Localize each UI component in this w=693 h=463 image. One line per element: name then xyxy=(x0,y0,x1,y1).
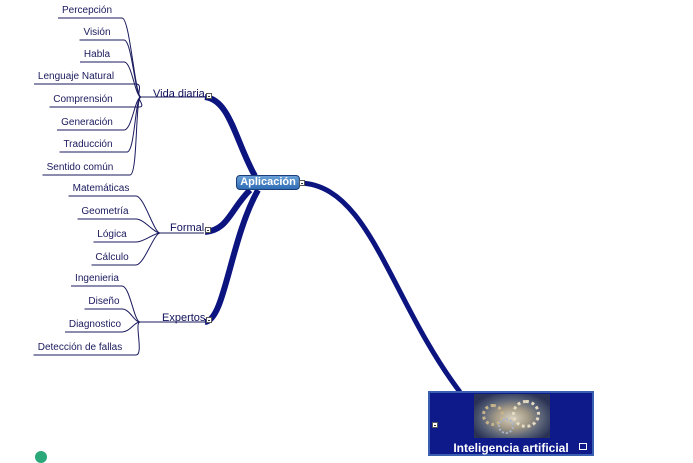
leaf-node[interactable]: Matemáticas xyxy=(72,183,130,194)
leaf-connector xyxy=(84,308,141,323)
branch-collapse-toggle[interactable] xyxy=(206,93,212,99)
leaf-node[interactable]: Comprensión xyxy=(53,94,113,105)
root-node-image xyxy=(474,394,550,438)
leaf-connector xyxy=(34,83,142,98)
leaf-connector xyxy=(91,232,161,266)
branch-collapse-toggle[interactable] xyxy=(205,227,211,233)
leaf-connector xyxy=(71,285,141,323)
leaf-connectors xyxy=(33,17,205,356)
root-collapse-toggle[interactable] xyxy=(432,422,438,428)
branch-collapse-toggle[interactable] xyxy=(206,317,212,323)
branch-node-0[interactable]: Vida diaria xyxy=(153,88,205,100)
leaf-node[interactable]: Generación xyxy=(61,117,113,128)
branch-node-2[interactable]: Expertos xyxy=(162,312,206,324)
leaf-node[interactable]: Sentido común xyxy=(46,162,114,173)
root-node-title: Inteligencia artificial xyxy=(453,441,569,455)
leaf-node[interactable]: Traducción xyxy=(63,139,113,150)
leaf-node[interactable]: Diagnostico xyxy=(68,319,122,330)
gear-icon xyxy=(498,418,514,434)
leaf-node[interactable]: Lógica xyxy=(97,229,127,240)
gear-icon xyxy=(482,404,504,426)
leaf-connector xyxy=(65,321,141,333)
leaf-node[interactable]: Diseño xyxy=(88,296,120,307)
leaf-node[interactable]: Geometría xyxy=(81,206,129,217)
center-node-aplicacion[interactable]: Aplicación xyxy=(236,175,300,190)
leaf-connector xyxy=(42,96,142,176)
leaf-node[interactable]: Ingenieria xyxy=(75,273,119,284)
leaf-node[interactable]: Percepción xyxy=(61,5,113,16)
center-node-label: Aplicación xyxy=(240,176,296,188)
connector-root-center xyxy=(299,180,462,394)
leaf-connector xyxy=(77,218,161,234)
leaf-node[interactable]: Detección de fallas xyxy=(37,342,123,353)
branch-node-1[interactable]: Formal xyxy=(170,222,205,234)
note-icon[interactable] xyxy=(579,443,587,450)
connector-center-vida xyxy=(204,94,258,178)
root-node[interactable]: Inteligencia artificial xyxy=(428,391,594,456)
leaf-node[interactable]: Habla xyxy=(83,49,111,60)
leaf-connector xyxy=(68,195,161,234)
leaf-connector xyxy=(93,232,161,243)
leaf-node[interactable]: Visión xyxy=(83,27,111,38)
leaf-node[interactable]: Lenguaje Natural xyxy=(37,71,115,82)
center-collapse-toggle[interactable] xyxy=(299,180,305,186)
gear-icon xyxy=(512,400,540,428)
status-dot xyxy=(35,451,47,463)
leaf-node[interactable]: Cálculo xyxy=(95,252,129,263)
leaf-connector xyxy=(33,321,141,356)
